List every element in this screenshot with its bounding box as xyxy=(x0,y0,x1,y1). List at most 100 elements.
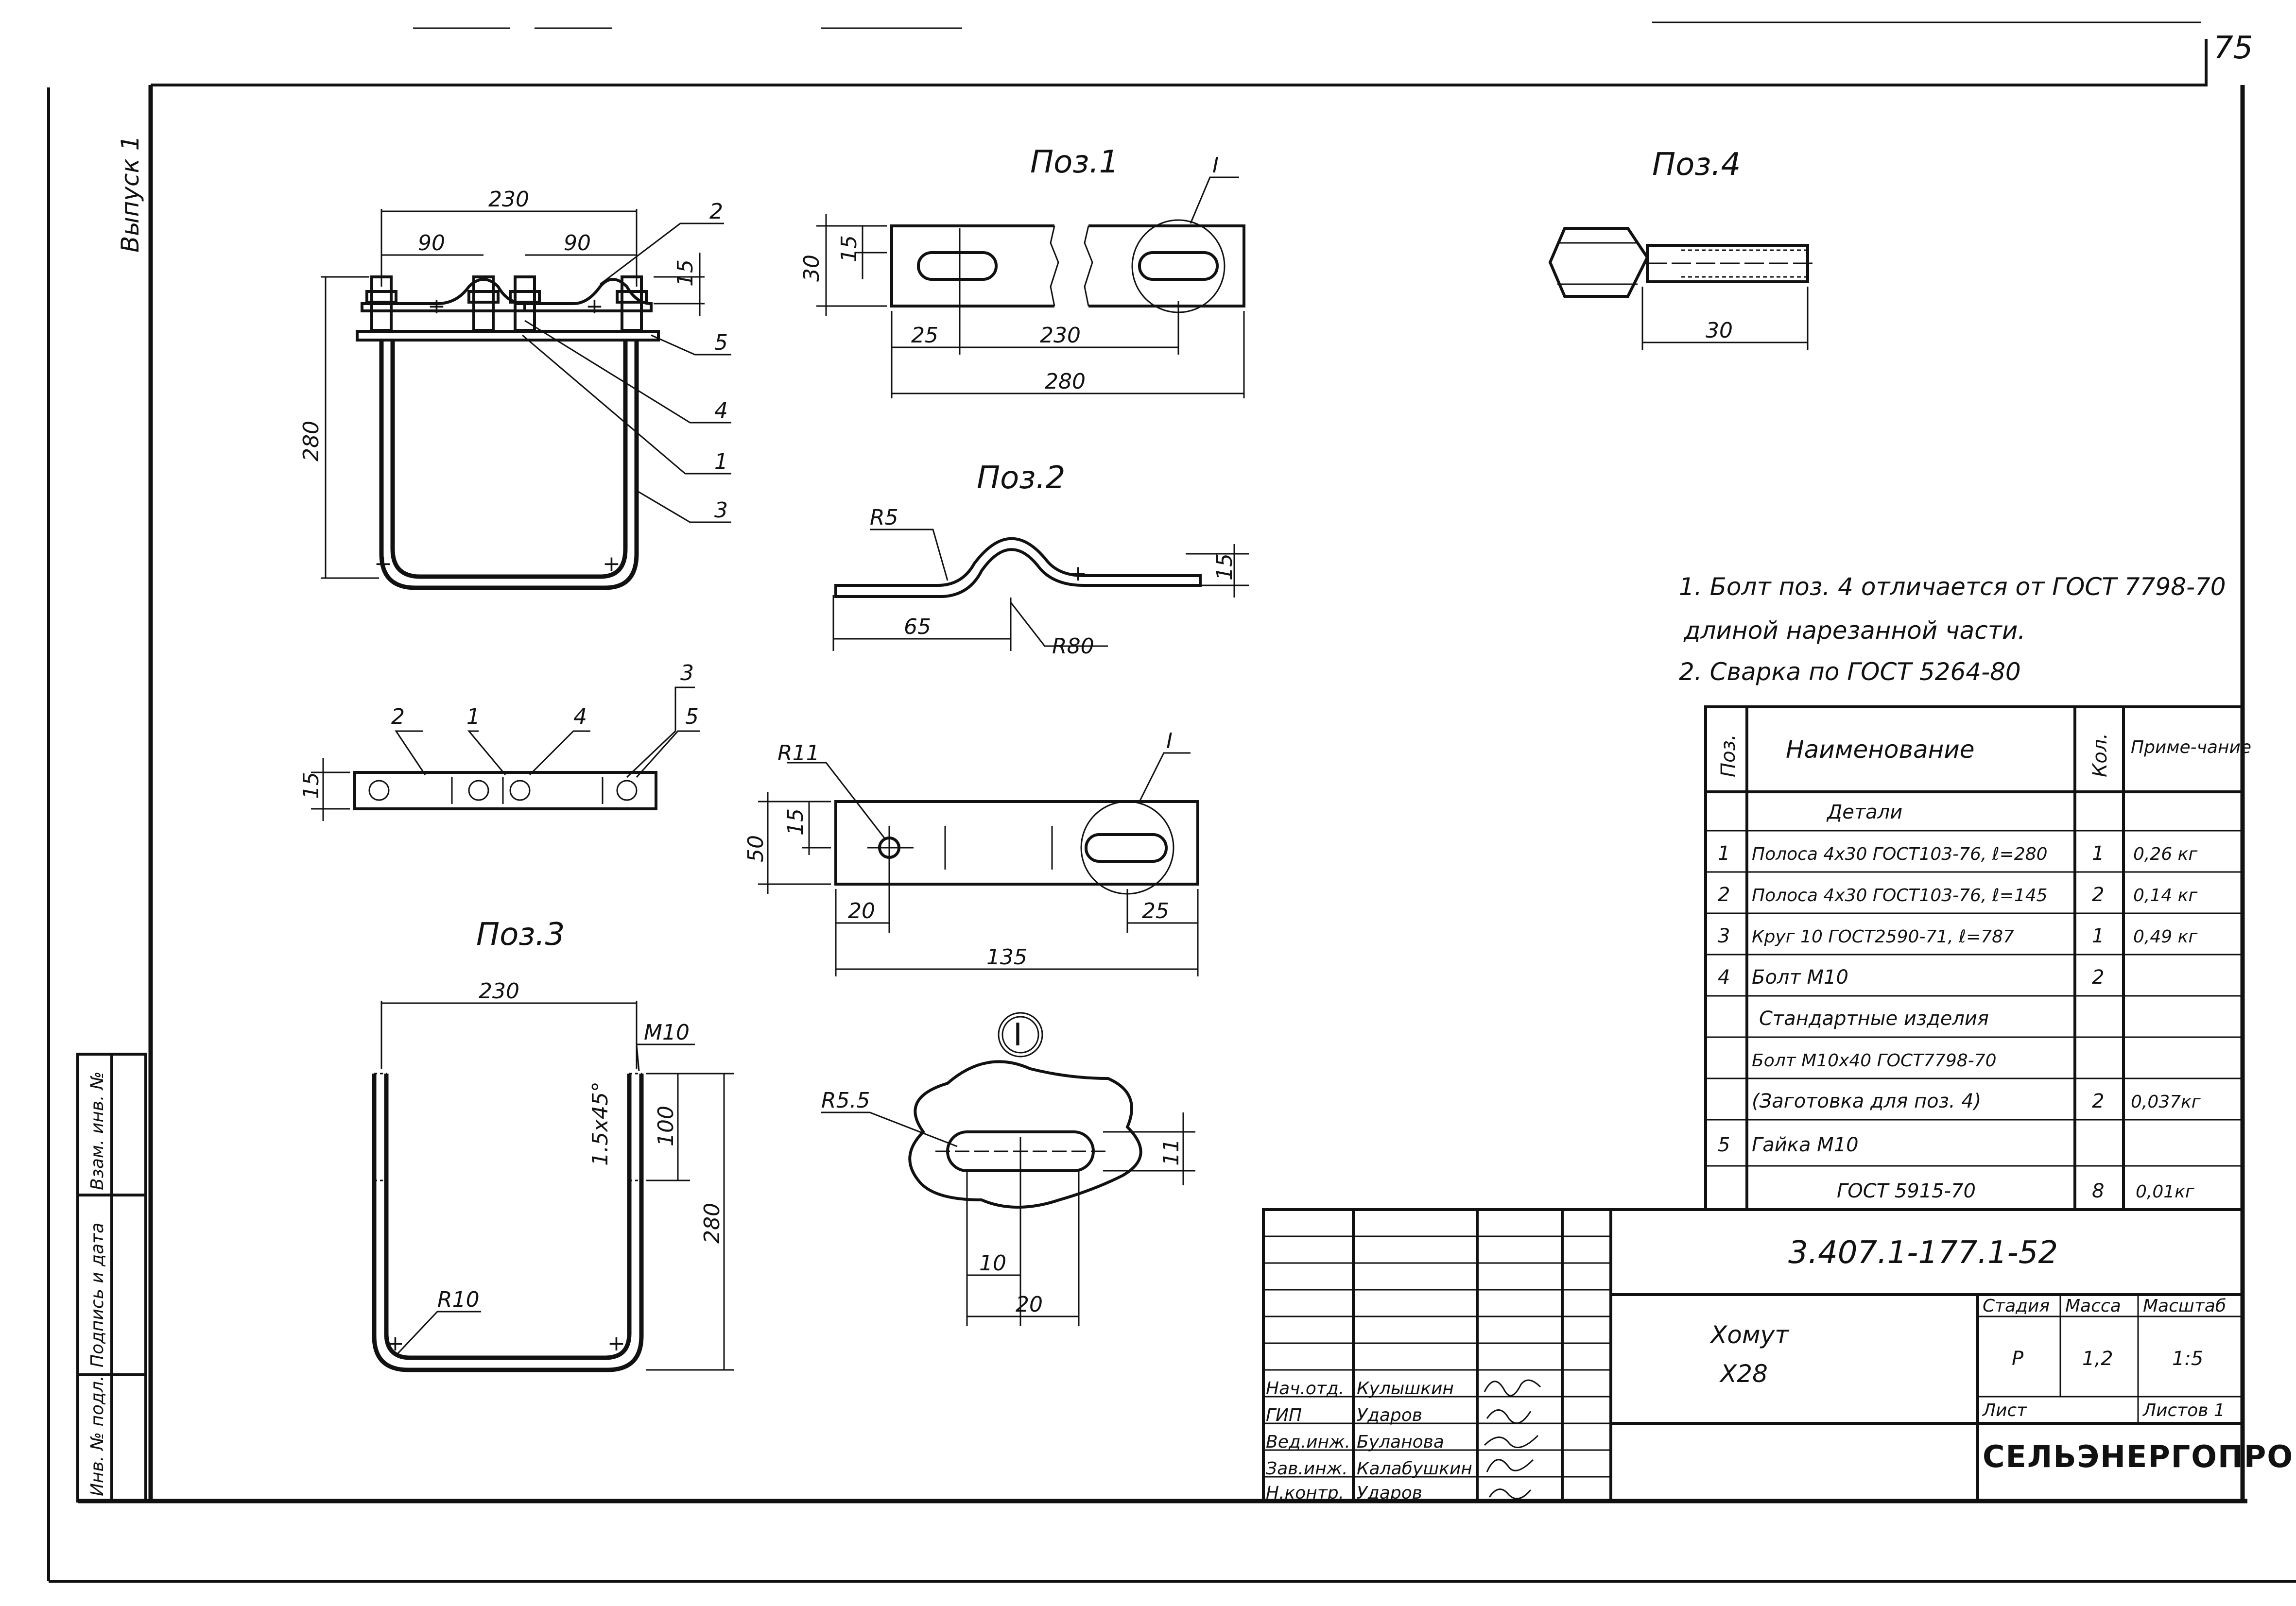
note-line-3: 2. Сварка по ГОСТ 5264-80 xyxy=(1679,658,2021,686)
name-5: Ударов xyxy=(1357,1483,1422,1503)
spec-table: Поз. Наименование Кол. Приме-чание Детал… xyxy=(1704,705,2251,1211)
name-2: Ударов xyxy=(1357,1405,1422,1425)
note-line-2: длиной нарезанной части. xyxy=(1683,616,2025,645)
stage-value: Р xyxy=(2012,1348,2024,1370)
poz3-dim-230: 230 xyxy=(479,979,519,1004)
svg-text:+: + xyxy=(428,294,446,319)
stamp-inv-label: Инв. № подл. xyxy=(87,1376,107,1496)
top-leader-4: 4 xyxy=(573,704,587,729)
spec-row-nut-note: 0,01кг xyxy=(2136,1182,2195,1202)
poz2-radius-r5: R5 xyxy=(870,505,898,530)
assy-leader-4: 4 xyxy=(714,398,728,423)
assy-leader-3: 3 xyxy=(714,498,728,523)
spec-header-name: Наименование xyxy=(1786,735,1975,764)
spec-row-2-pos: 2 xyxy=(1718,884,1730,906)
strip135-dim-50: 50 xyxy=(743,835,768,862)
detail-circle-label: I xyxy=(1013,1017,1022,1053)
mass-label: Масса xyxy=(2065,1296,2121,1316)
detail-dim-10: 10 xyxy=(979,1251,1006,1276)
spec-row-blank-name: (Заготовка для поз. 4) xyxy=(1752,1090,1981,1112)
assy-dim-15: 15 xyxy=(673,259,698,287)
name-1: Кулышкин xyxy=(1357,1379,1454,1399)
sheet-label: Лист xyxy=(1982,1401,2027,1420)
spec-row-4-name: Болт М10 xyxy=(1752,966,1848,989)
scan-marks xyxy=(413,21,2201,29)
poz1-dim-230: 230 xyxy=(1040,323,1081,348)
poz2-view: Поз.2 + 65 R5 R80 15 xyxy=(832,460,1249,659)
poz2-radius-r80: R80 xyxy=(1052,634,1094,659)
signatures xyxy=(1484,1379,1541,1500)
side-label: Выпуск 1 xyxy=(116,136,144,253)
assy-dim-90a: 90 xyxy=(418,231,445,256)
detail-dim-11: 11 xyxy=(1159,1139,1184,1166)
poz1-dim-280: 280 xyxy=(1045,369,1086,394)
assembly-top-view: 15 2 1 4 3 5 xyxy=(299,661,700,821)
spec-row-1-pos: 1 xyxy=(1718,842,1730,865)
spec-row-2-note: 0,14 кг xyxy=(2133,886,2198,906)
poz1-view: Поз.1 I 25 230 280 30 15 xyxy=(799,144,1245,398)
top-leader-3: 3 xyxy=(680,661,694,685)
poz1-label: Поз.1 xyxy=(1030,144,1119,180)
svg-text:+: + xyxy=(603,551,621,576)
spec-header-qty: Кол. xyxy=(2089,733,2111,777)
name-3: Буланова xyxy=(1357,1432,1444,1452)
stamp-replace-label: Взам. инв. № xyxy=(87,1072,107,1190)
poz2-dim-15: 15 xyxy=(1212,553,1237,581)
doc-code: 3.407.1-177.1-52 xyxy=(1788,1235,2058,1271)
strip135-radius-r11: R11 xyxy=(777,741,820,766)
title-block: 3.407.1-177.1-52 Хомут Х28 Стадия Масса … xyxy=(1262,1208,2296,1503)
stamp-sign-label: Подпись и дата xyxy=(87,1223,107,1367)
mass-value: 1,2 xyxy=(2082,1348,2113,1370)
spec-row-5-pos: 5 xyxy=(1718,1134,1730,1156)
poz3-label: Поз.3 xyxy=(476,917,565,953)
poz-strip-135-view: I R11 50 15 20 25 135 xyxy=(743,729,1199,976)
poz1-detail-mark: I xyxy=(1212,153,1219,178)
poz3-dim-280: 280 xyxy=(700,1203,725,1244)
assembly-front-view: + + + + 230 90 90 15 280 2 5 4 1 3 xyxy=(299,187,731,590)
detail-dim-20: 20 xyxy=(1016,1292,1043,1317)
strip135-dim-15: 15 xyxy=(783,808,808,836)
spec-row-3-name: Круг 10 ГОСТ2590-71, ℓ=787 xyxy=(1752,927,2014,947)
spec-row-1-note: 0,26 кг xyxy=(2133,844,2198,864)
poz1-dim-25: 25 xyxy=(911,323,938,348)
spec-row-3-qty: 1 xyxy=(2092,925,2104,947)
top-dim-15: 15 xyxy=(299,772,324,799)
spec-header-pos: Поз. xyxy=(1717,734,1740,777)
spec-row-3-note: 0,49 кг xyxy=(2133,927,2198,947)
stage-label: Стадия xyxy=(1983,1296,2050,1316)
spec-row-2-qty: 2 xyxy=(2092,884,2104,906)
poz3-radius-r10: R10 xyxy=(437,1287,480,1312)
poz1-dim-15: 15 xyxy=(837,235,862,262)
svg-text:+: + xyxy=(586,294,604,319)
role-1: Нач.отд. xyxy=(1266,1379,1344,1399)
note-line-1: 1. Болт поз. 4 отличается от ГОСТ 7798-7… xyxy=(1679,573,2226,601)
detail-i-view: I R5.5 11 10 20 xyxy=(821,1012,1195,1326)
poz3-m10-label: M10 xyxy=(644,1020,690,1045)
poz4-label: Поз.4 xyxy=(1652,147,1741,183)
spec-row-blank-qty: 2 xyxy=(2092,1090,2104,1112)
svg-text:+: + xyxy=(386,1331,404,1356)
poz4-view: Поз.4 30 xyxy=(1548,147,1817,350)
assy-dim-280: 280 xyxy=(299,421,324,461)
spec-row-4-pos: 4 xyxy=(1718,966,1730,989)
sheet-number: 75 xyxy=(2213,30,2253,66)
spec-row-std-bolt: Болт М10х40 ГОСТ7798-70 xyxy=(1752,1051,1997,1071)
spec-row-blank-note: 0,037кг xyxy=(2131,1092,2201,1112)
spec-row-nut-gost: ГОСТ 5915-70 xyxy=(1837,1180,1976,1202)
svg-text:+: + xyxy=(374,551,392,576)
spec-row-1-qty: 1 xyxy=(2092,842,2104,865)
strip135-dim-20: 20 xyxy=(848,899,875,923)
top-leader-5: 5 xyxy=(685,704,699,729)
side-stamp: Инв. № подл. Подпись и дата Взам. инв. № xyxy=(76,1053,147,1503)
assy-leader-5: 5 xyxy=(714,330,728,355)
spec-row-std-heading: Стандартные изделия xyxy=(1759,1008,1989,1030)
role-5: Н.контр. xyxy=(1266,1483,1344,1503)
top-leader-2: 2 xyxy=(391,704,405,729)
role-2: ГИП xyxy=(1266,1405,1302,1425)
strip135-detail-mark: I xyxy=(1166,729,1173,753)
assy-dim-230: 230 xyxy=(488,187,529,212)
role-4: Зав.инж. xyxy=(1266,1459,1348,1479)
role-3: Вед.инж. xyxy=(1266,1432,1350,1452)
title-line-1: Хомут xyxy=(1709,1321,1790,1349)
svg-text:+: + xyxy=(1069,561,1087,586)
